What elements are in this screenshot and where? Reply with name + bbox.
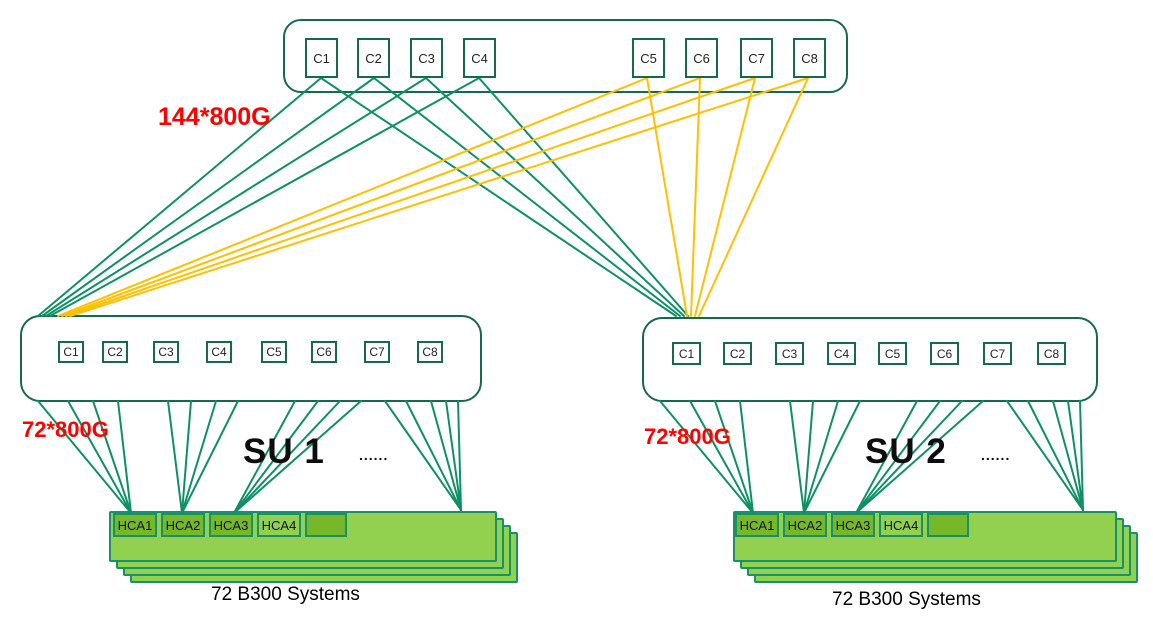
su1-leaf-to-hca1-link bbox=[117, 400, 132, 514]
su2-systems-label: 72 B300 Systems bbox=[832, 589, 981, 610]
su1-title: SU 1 bbox=[243, 432, 325, 471]
spine-to-su2-link bbox=[698, 77, 809, 317]
su1-leaf-port-c5: C5 bbox=[261, 341, 287, 363]
su2-spare-slot-box bbox=[927, 513, 969, 537]
su2-leaf-port-c3: C3 bbox=[775, 342, 804, 365]
su2-leaf-port-c4: C4 bbox=[827, 342, 856, 365]
su1-leaf-to-hca2-link bbox=[181, 400, 239, 514]
su1-leaf-port-c6: C6 bbox=[311, 341, 337, 363]
su1-hca2-box: HCA2 bbox=[161, 513, 205, 537]
su2-leaf-port-c5: C5 bbox=[878, 342, 907, 365]
su1-leaf-switch bbox=[20, 315, 482, 402]
spine-to-su2-link bbox=[646, 77, 688, 317]
su2-leaf-to-hca1-link bbox=[659, 400, 754, 514]
su2-leaf-to-server-link bbox=[1067, 400, 1084, 511]
spine-port-c5: C5 bbox=[632, 38, 665, 78]
su1-systems-label: 72 B300 Systems bbox=[211, 584, 360, 605]
su2-capacity-label: 72*800G bbox=[644, 424, 731, 449]
spine-to-su1-link bbox=[57, 77, 648, 317]
su2-title: SU 2 bbox=[865, 432, 947, 471]
su1-leaf-port-c4: C4 bbox=[206, 341, 232, 363]
su2-ellipsis: ...... bbox=[981, 447, 1011, 463]
spine-to-su2-link bbox=[320, 77, 677, 317]
spine-to-su2-link bbox=[425, 77, 685, 317]
su1-leaf-port-c2: C2 bbox=[102, 341, 128, 363]
su1-hca1-box: HCA1 bbox=[113, 513, 157, 537]
su2-leaf-port-c8: C8 bbox=[1037, 342, 1066, 365]
spine-port-c1: C1 bbox=[305, 38, 338, 78]
spine-port-c6: C6 bbox=[685, 38, 718, 78]
su1-leaf-port-c7: C7 bbox=[364, 341, 390, 363]
su1-hca4-box: HCA4 bbox=[257, 513, 301, 537]
su2-hca2-box: HCA2 bbox=[783, 513, 827, 537]
su2-leaf-to-server-link bbox=[1052, 400, 1084, 511]
su1-spare-slot-box bbox=[305, 513, 347, 537]
su1-leaf-to-server-link bbox=[405, 400, 462, 511]
spine-to-su2-link bbox=[478, 77, 689, 317]
su2-leaf-to-hca2-link bbox=[803, 400, 839, 514]
spine-port-c8: C8 bbox=[793, 38, 826, 78]
su2-leaf-port-c7: C7 bbox=[983, 342, 1012, 365]
su1-leaf-to-server-link bbox=[384, 400, 462, 511]
su2-leaf-switch bbox=[642, 317, 1098, 402]
spine-port-c3: C3 bbox=[410, 38, 443, 78]
su2-leaf-port-c1: C1 bbox=[672, 342, 701, 365]
spine-port-c2: C2 bbox=[357, 38, 390, 78]
su1-ellipsis: ...... bbox=[359, 447, 389, 463]
su2-leaf-port-c6: C6 bbox=[930, 342, 959, 365]
su1-leaf-to-hca2-link bbox=[181, 400, 192, 514]
su1-capacity-label: 72*800G bbox=[22, 417, 109, 442]
su2-leaf-to-hca2-link bbox=[789, 400, 805, 514]
su2-leaf-to-server-link bbox=[1006, 400, 1084, 511]
su1-leaf-to-server-link bbox=[430, 400, 462, 511]
su1-leaf-to-server-link bbox=[445, 400, 462, 511]
spine-port-c4: C4 bbox=[463, 38, 496, 78]
su2-leaf-to-server-link bbox=[1027, 400, 1084, 511]
su1-leaf-to-hca2-link bbox=[167, 400, 183, 514]
spine-to-su2-link bbox=[694, 77, 756, 317]
su2-hca4-box: HCA4 bbox=[879, 513, 923, 537]
su1-leaf-to-server-link bbox=[457, 400, 462, 511]
su2-leaf-to-hca1-link bbox=[714, 400, 754, 514]
su1-leaf-to-hca2-link bbox=[181, 400, 217, 514]
su1-leaf-port-c8: C8 bbox=[417, 341, 443, 363]
su2-leaf-to-hca1-link bbox=[739, 400, 754, 514]
su2-leaf-to-hca2-link bbox=[803, 400, 861, 514]
su1-leaf-port-c1: C1 bbox=[58, 341, 84, 363]
su1-leaf-port-c3: C3 bbox=[153, 341, 179, 363]
su2-leaf-to-hca2-link bbox=[803, 400, 814, 514]
su2-hca1-box: HCA1 bbox=[735, 513, 779, 537]
su2-leaf-to-hca1-link bbox=[689, 400, 754, 514]
spine-port-c7: C7 bbox=[740, 38, 773, 78]
spine-to-su2-link bbox=[690, 77, 701, 317]
spine-capacity-label: 144*800G bbox=[158, 103, 271, 131]
su2-hca3-box: HCA3 bbox=[831, 513, 875, 537]
su2-leaf-to-server-link bbox=[1079, 400, 1084, 511]
spine-to-su2-link bbox=[373, 77, 681, 317]
su1-hca3-box: HCA3 bbox=[209, 513, 253, 537]
su2-leaf-port-c2: C2 bbox=[723, 342, 752, 365]
